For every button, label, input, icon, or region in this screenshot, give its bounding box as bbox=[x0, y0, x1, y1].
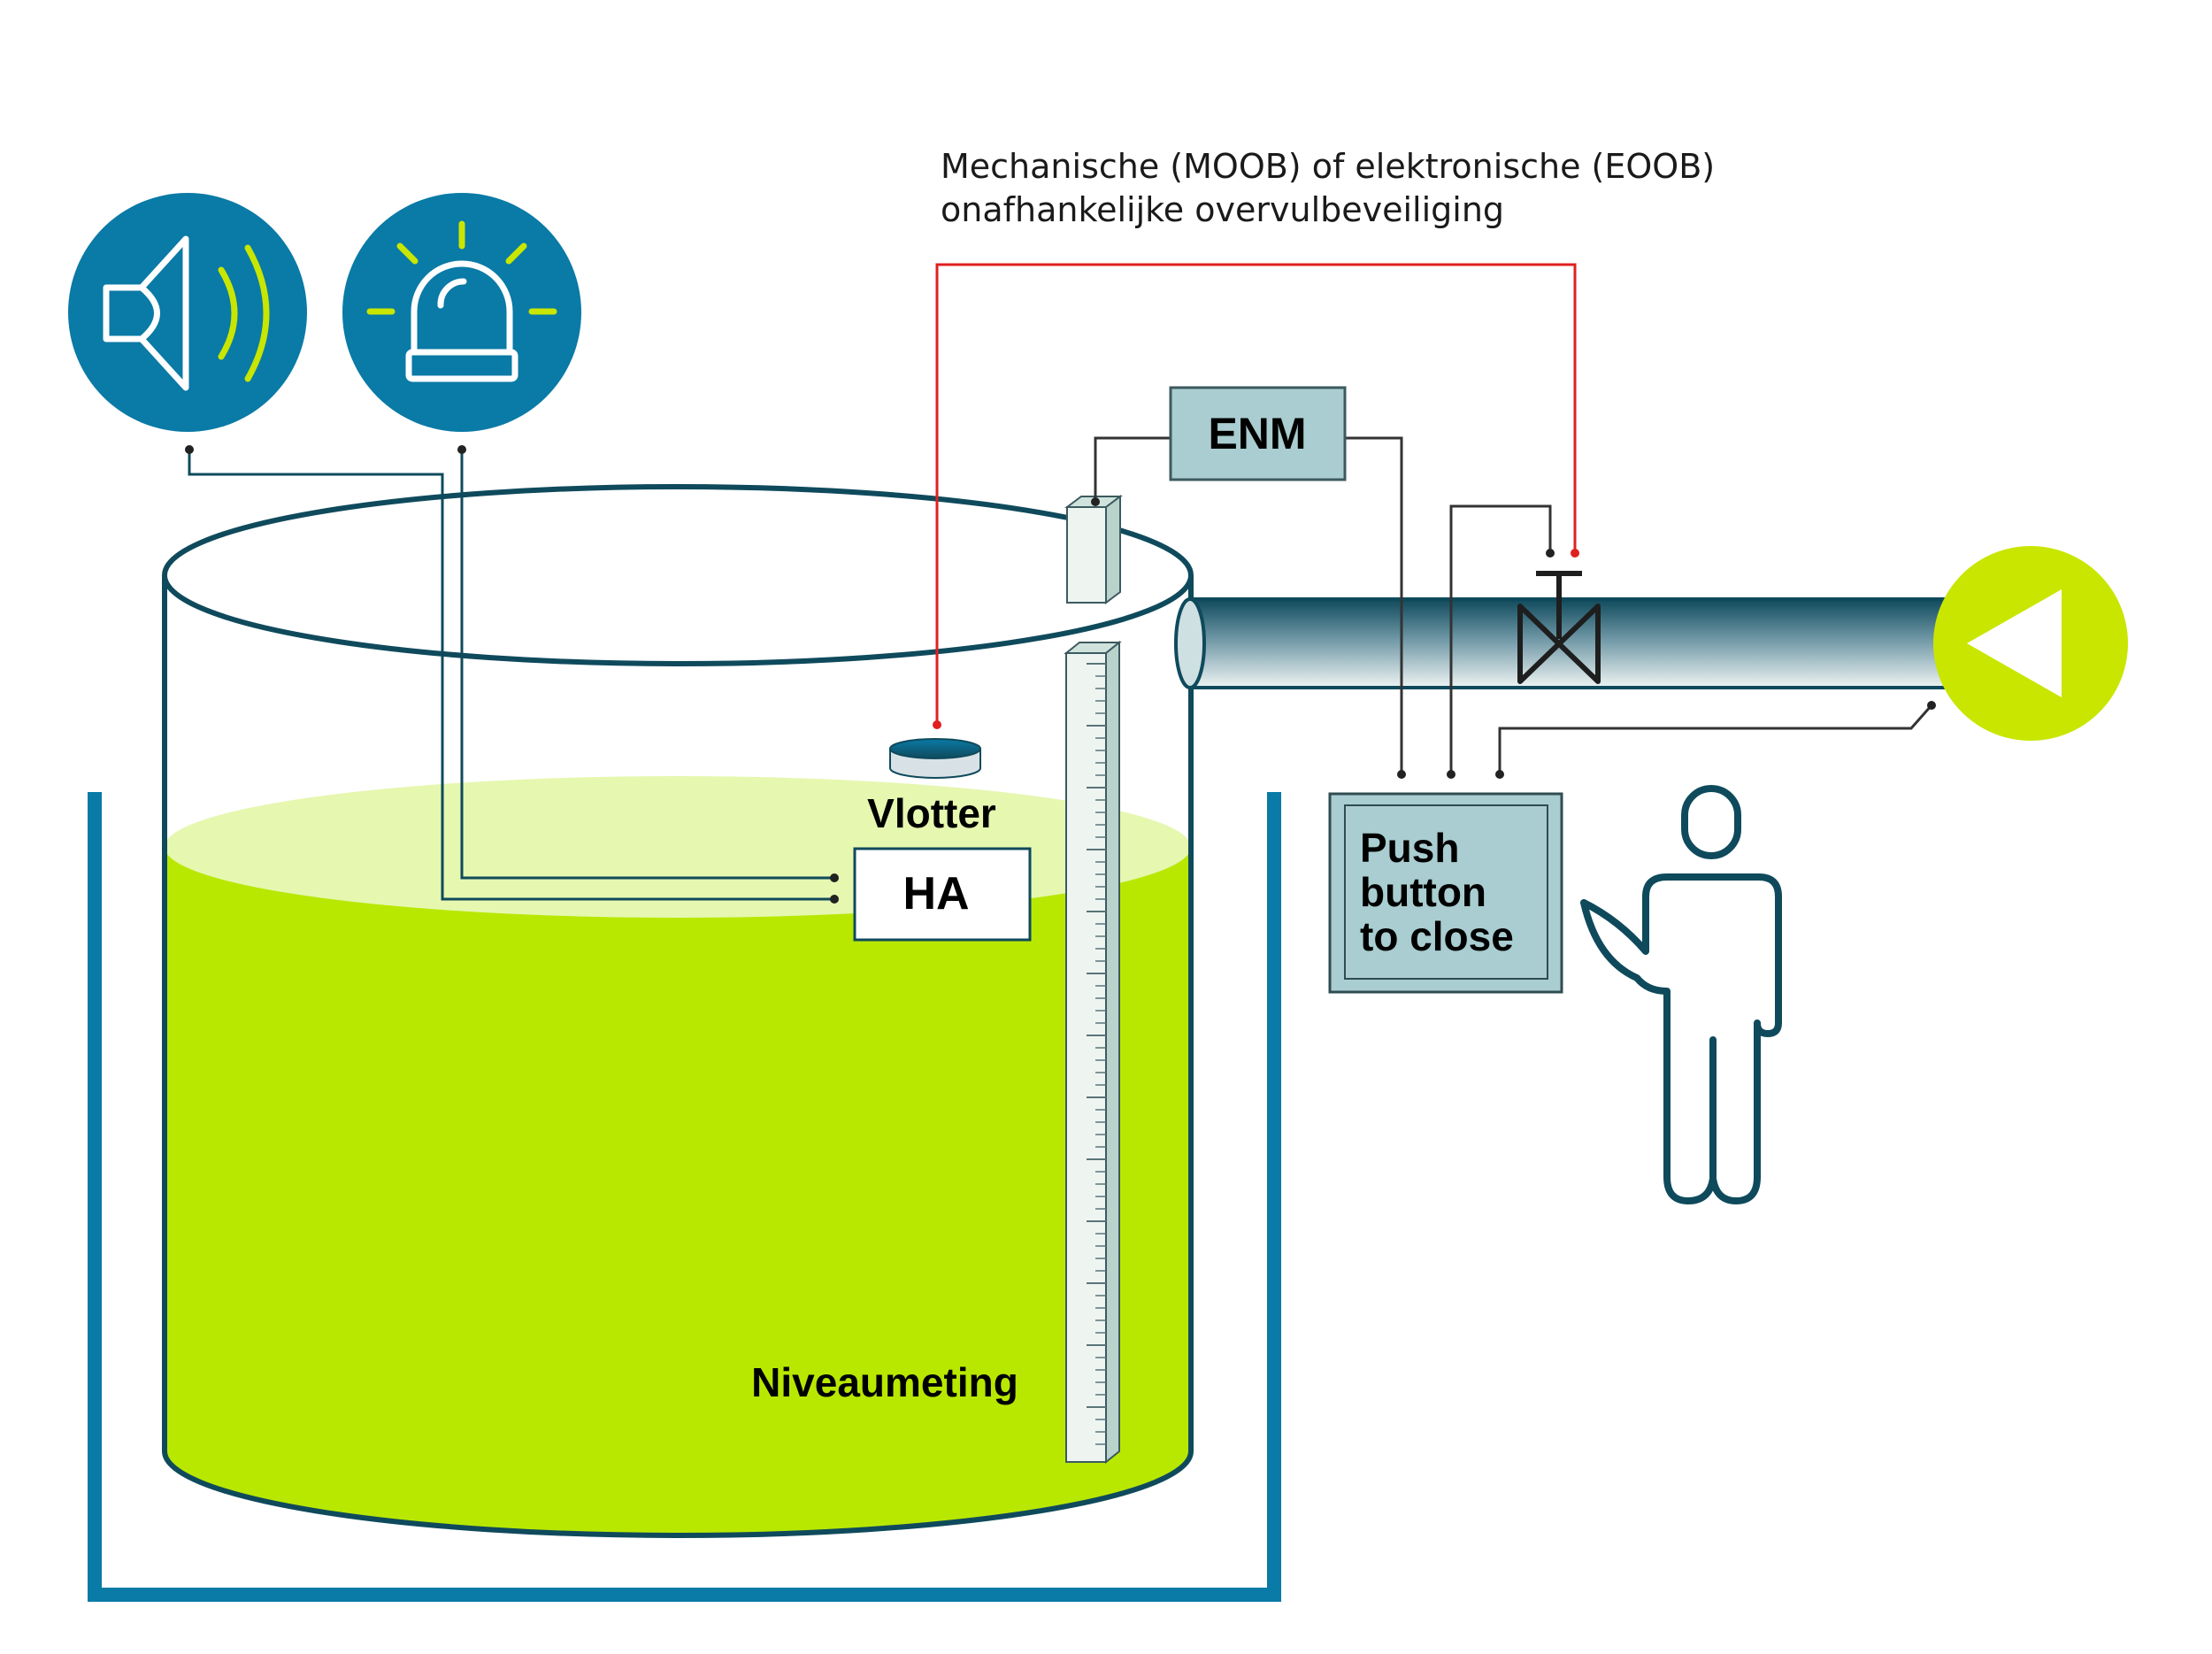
float-device bbox=[889, 738, 981, 779]
push-label-line-3: to close bbox=[1360, 913, 1514, 959]
inlet-pipe bbox=[1174, 597, 1947, 689]
tank-liquid bbox=[165, 847, 1191, 1535]
level-gauge bbox=[1064, 640, 1122, 1465]
note-line-1: Mechanische (MOOB) of elektronische (EOO… bbox=[941, 147, 1715, 186]
push-label-line-2: button bbox=[1360, 869, 1486, 915]
enm-label: ENM bbox=[1208, 409, 1306, 458]
liquid-surface bbox=[165, 776, 1191, 918]
tank-rim bbox=[162, 484, 1194, 666]
vlotter-label: Vlotter bbox=[867, 790, 996, 836]
note-line-2: onafhankelijke overvulbeveiliging bbox=[941, 190, 1504, 229]
overfill-protection-wire bbox=[933, 263, 1579, 729]
speaker-icon bbox=[68, 193, 307, 432]
gauge-ticks bbox=[1087, 663, 1106, 1445]
push-button-panel bbox=[1328, 792, 1563, 994]
valve-icon bbox=[1517, 571, 1601, 684]
niveaumeting-label: Niveaumeting bbox=[751, 1359, 1018, 1405]
push-label-line-1: Push bbox=[1360, 825, 1459, 871]
ha-box bbox=[853, 847, 1032, 942]
ha-label: HA bbox=[902, 868, 969, 919]
tank-bottom bbox=[162, 1450, 1194, 1538]
control-wires bbox=[1094, 436, 1933, 774]
level-transmitter bbox=[1064, 495, 1123, 604]
pump-arrow-icon bbox=[1933, 546, 2128, 741]
person-icon bbox=[1580, 785, 1782, 1204]
containment-basin bbox=[88, 792, 1281, 1602]
enm-box bbox=[1169, 386, 1347, 481]
signal-wires bbox=[188, 450, 834, 901]
alarm-beacon-icon bbox=[342, 193, 581, 432]
wire-dots bbox=[185, 445, 1936, 904]
